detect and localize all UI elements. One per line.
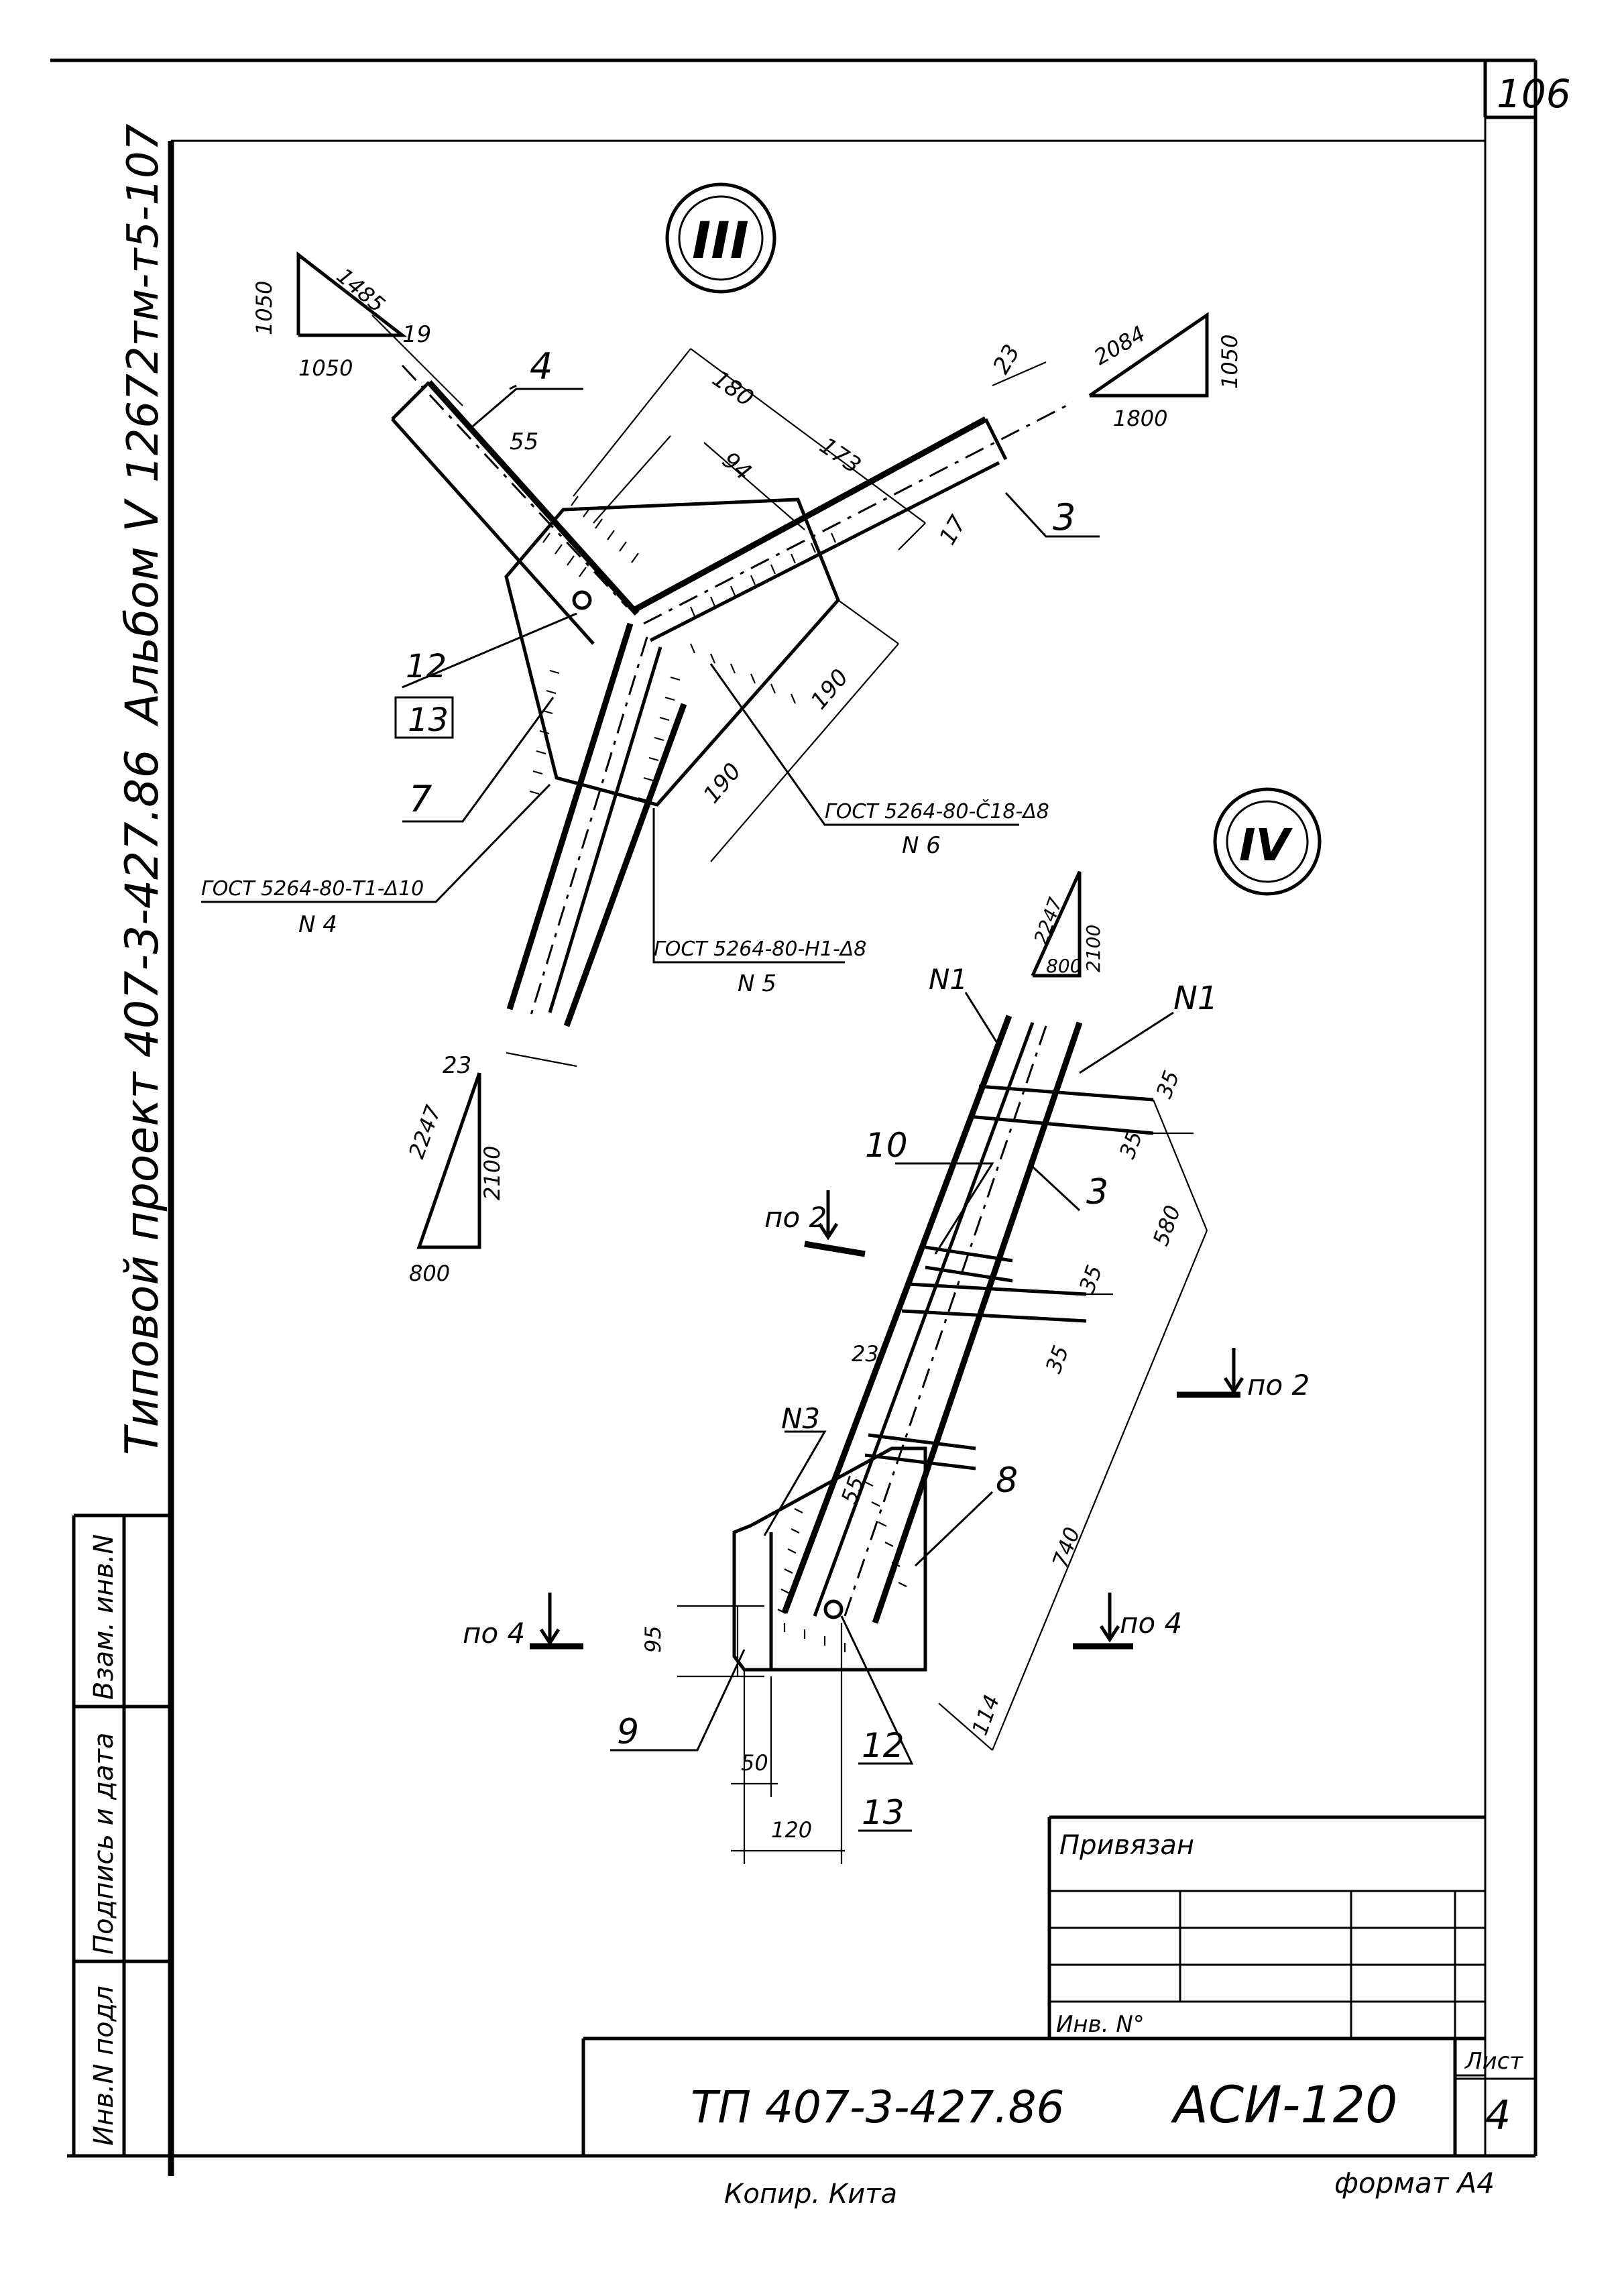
bolt-III [572,590,592,610]
title-inv-no: Инв. N° [1056,2011,1145,2038]
bolt-IV [823,1599,844,1619]
slope-ul-c: 1050 [298,355,353,381]
svg-text:по 4: по 4 [463,1617,525,1650]
dim-III-17: 17 [934,511,972,550]
node-IV-label: IV [1239,819,1293,871]
dim-IV-95: 95 [640,1625,666,1653]
node-III-marker-inner [678,195,764,281]
sheet-frame [50,58,1538,2176]
slope-IV-c: 2100 [1082,925,1104,972]
dimension-lines-III [371,314,1047,1068]
dim-III-19: 19 [402,321,431,348]
dim-IV-23: 23 [852,1341,879,1367]
slope-triangle-IV [1031,870,1082,978]
dim-III-94: 94 [717,447,756,485]
weld-IV-N1-left: N1 [929,963,968,996]
footer-copy: Копир. Кита [724,2179,897,2209]
slope-triangle-upper-right: 2084 1800 1050 [1088,312,1242,431]
slope-ur-b: 1800 [1113,406,1167,431]
member-upper-right [632,401,1074,642]
stamp-signature-date: Подпись и дата [89,1733,119,1955]
side-album: Альбом V [116,498,169,727]
callout-IV-13: 13 [862,1793,905,1832]
stamp-vzam-inv: Взам. инв.N [89,1534,119,1700]
dim-III-190-a: 190 [805,664,854,714]
section-arrow-left-4: по 4 [463,1593,583,1650]
title-doc-code: ТП 407-3-427.86 [691,2081,1064,2133]
weld-marks-III [529,496,837,802]
gusset-plate-III [504,498,840,807]
node-III: III [201,182,1242,1286]
dim-III-180: 180 [707,365,758,412]
slope-ul-a: 1050 [251,281,277,335]
footer-format: формат А4 [1334,2167,1495,2199]
weld-III-4-num: N 4 [298,911,337,938]
callout-III-13: 13 [408,701,449,739]
dim-IV-740: 740 [1047,1524,1086,1570]
slope-IV-a: 2247 [1030,895,1067,947]
node-III-label: III [692,211,749,270]
title-sheet-label: Лист [1464,2048,1523,2075]
dim-III-55: 55 [510,428,538,455]
svg-text:по 4: по 4 [1120,1607,1182,1640]
slope-triangle-upper-left: 1050 1485 1050 [251,251,408,381]
node-IV-marker-outer [1213,787,1322,896]
slope-ul-b: 1485 [332,263,390,317]
node-III-marker-outer [665,182,776,294]
callout-IV-3: 3 [1086,1172,1108,1212]
title-privyazan: Привязан [1059,1830,1194,1861]
callout-III-7: 7 [409,778,432,820]
slope-triangle-lower: 2247 2100 800 [404,1072,505,1286]
title-block [581,1815,1535,2156]
dim-III-190-b: 190 [698,758,746,808]
weld-III-6-spec: ГОСТ 5264-80-Č18-Δ8 [825,799,1049,823]
dim-IV-580: 580 [1148,1202,1186,1249]
callout-III-3: 3 [1053,496,1076,538]
slope-ur-c: 1050 [1217,335,1242,389]
side-project-title: Типовой проект 407-3-427.86 [116,749,169,1455]
dim-IV-35-c: 35 [1074,1261,1108,1296]
callout-III-4: 4 [530,345,553,388]
callout-IV-10: 10 [865,1126,908,1165]
dim-IV-114: 114 [967,1691,1005,1738]
side-code: 12672тм-т5-107 [119,123,168,483]
page-number: 106 [1497,71,1571,117]
dimension-lines-IV [677,1099,1208,1864]
section-arrow-right-4: по 4 [1073,1593,1182,1650]
callout-IV-8: 8 [996,1460,1018,1501]
dim-III-23-bottom: 23 [443,1052,471,1079]
member-lower [506,622,687,1027]
title-mark: АСИ-120 [1170,2075,1397,2134]
weld-III-4-spec: ГОСТ 5264-80-Т1-Δ10 [201,877,424,901]
member-upper-left [391,364,640,645]
slope-IV-b: 800 [1046,955,1082,977]
weld-III-5-spec: ГОСТ 5264-80-Н1-Δ8 [654,937,866,961]
slope-ur-a: 2084 [1090,321,1150,370]
svg-text:по 2: по 2 [1247,1369,1310,1401]
dim-IV-50: 50 [741,1750,768,1776]
title-sheet-no: 4 [1485,2092,1511,2139]
dim-IV-35-d: 35 [1041,1342,1074,1376]
spacers-IV [864,1084,1154,1471]
weld-marks-IV [777,1481,907,1652]
svg-text:по 2: по 2 [764,1201,827,1234]
weld-III-5-num: N 5 [738,970,776,997]
callout-III-12: 12 [406,648,447,685]
stamp-inv-podl: Инв.N подл [89,1986,119,2146]
callout-IV-9: 9 [617,1712,639,1752]
gusset-plate-IV [732,1446,927,1672]
slope-low-a: 2247 [404,1102,447,1162]
node-IV-marker-inner [1226,800,1309,883]
slope-low-b: 2100 [479,1146,505,1200]
section-arrow-left-2: по 2 [764,1190,866,1257]
slope-low-c: 800 [409,1261,450,1286]
section-arrow-right-2: по 2 [1177,1348,1310,1401]
dim-IV-120: 120 [771,1817,812,1843]
weld-IV-N3: N3 [781,1402,820,1435]
dim-IV-35-a: 35 [1151,1067,1185,1101]
weld-IV-N1-right: N1 [1173,980,1218,1017]
weld-III-6-num: N 6 [902,832,941,859]
